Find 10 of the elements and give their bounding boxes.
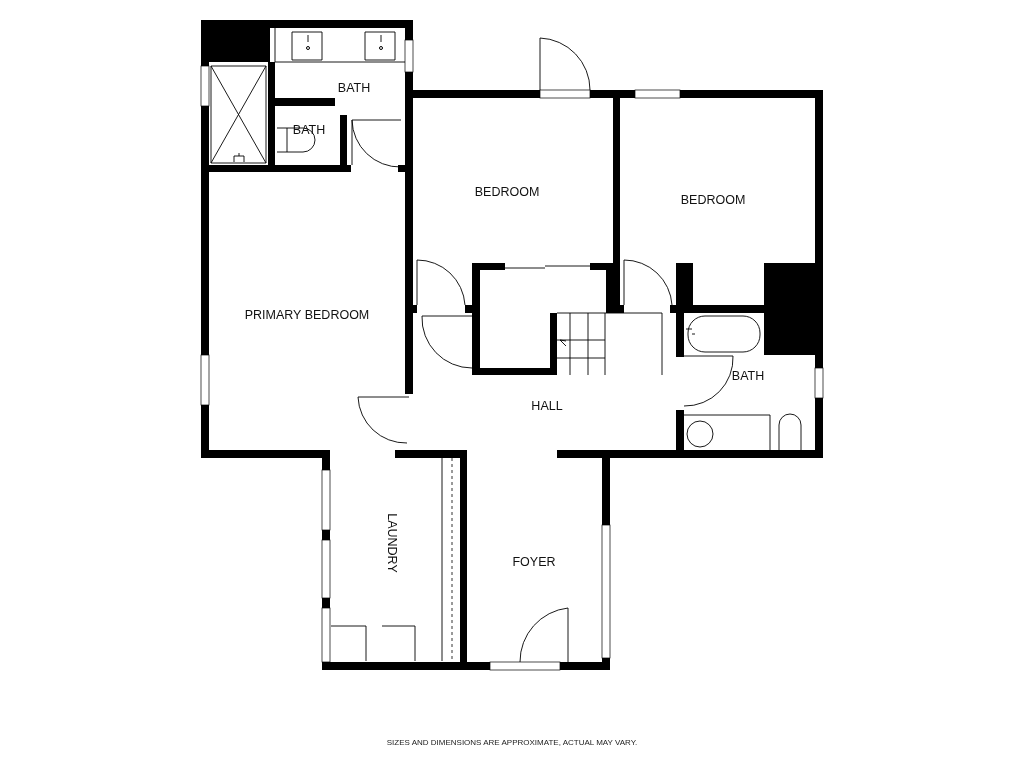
room-label: LAUNDRY xyxy=(385,513,399,573)
room-label: BEDROOM xyxy=(680,193,746,207)
room-label: BATH xyxy=(731,369,765,383)
room-label: HALL xyxy=(531,399,563,413)
room-label: BATH xyxy=(337,81,371,95)
room-label: BEDROOM xyxy=(474,185,540,199)
disclaimer-note: SIZES AND DIMENSIONS ARE APPROXIMATE, ACTUAL MAY VARY. xyxy=(386,739,638,747)
room-label: BATH xyxy=(292,123,326,137)
room-label: FOYER xyxy=(512,555,556,569)
room-label: PRIMARY BEDROOM xyxy=(244,308,370,322)
